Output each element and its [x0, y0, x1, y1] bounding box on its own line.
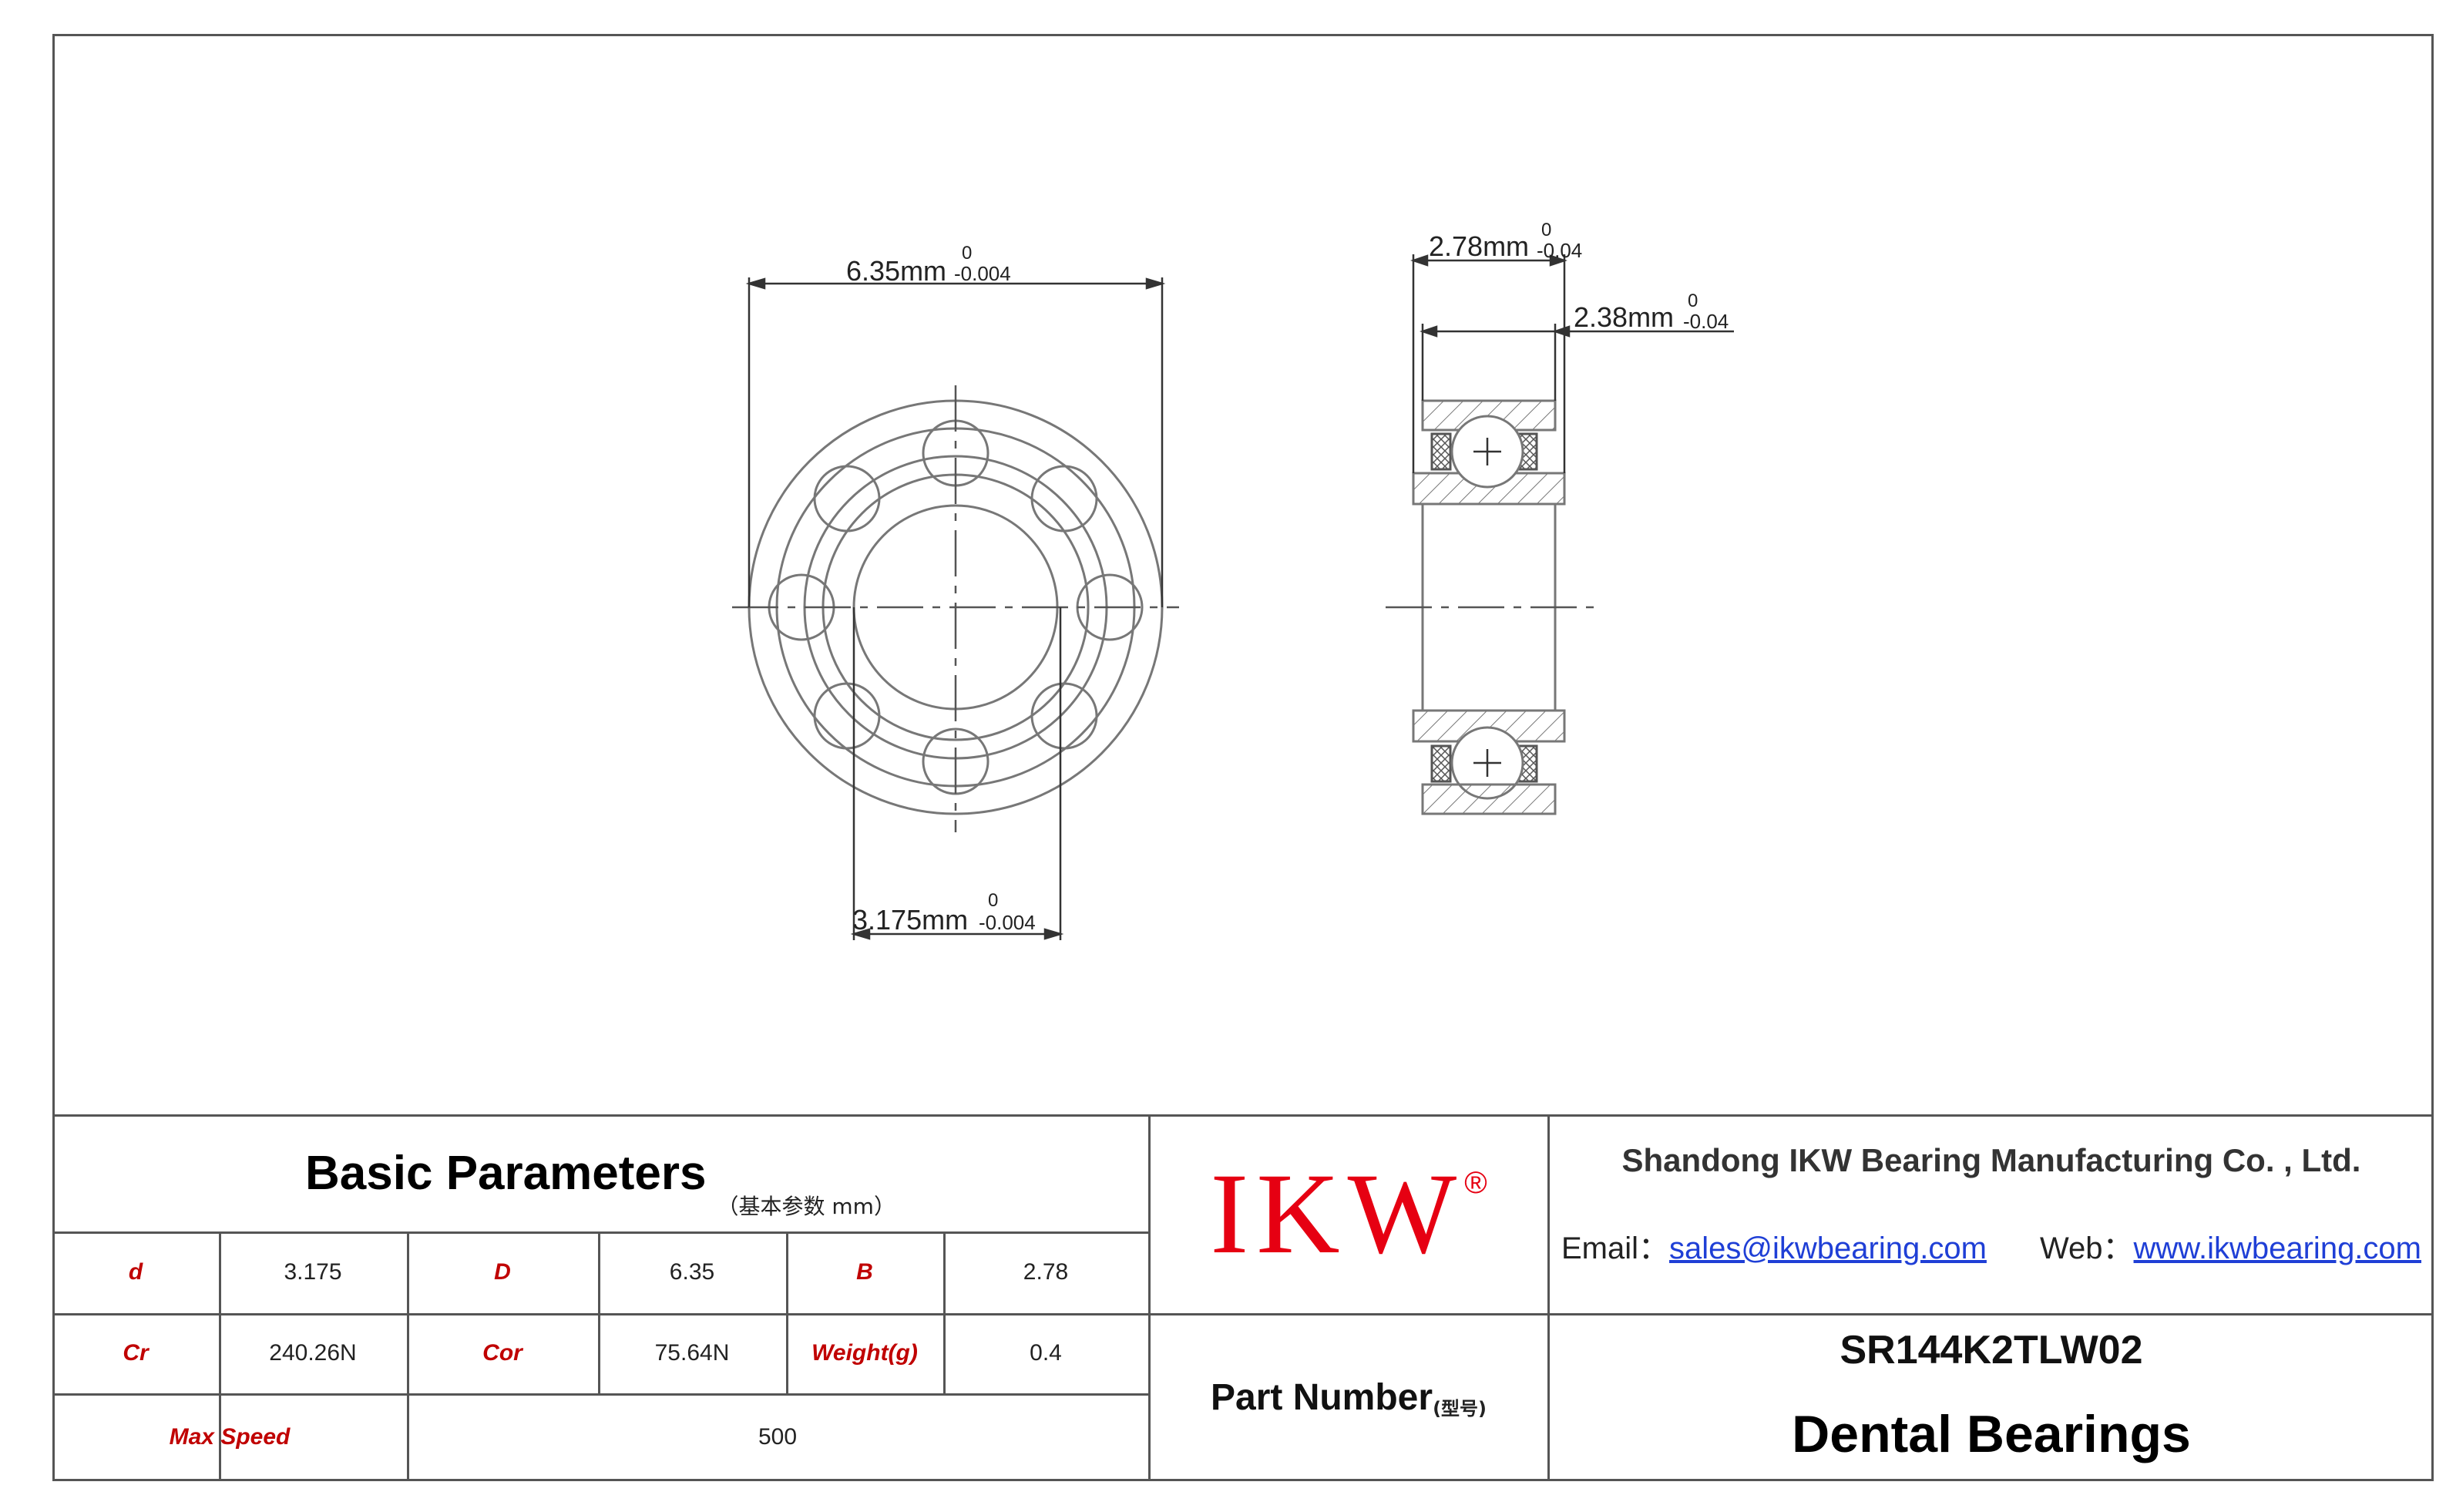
dim-width-label: 2.78mm	[1429, 230, 1529, 262]
logo-text: IKW	[1210, 1150, 1465, 1278]
dim-width	[1410, 254, 1567, 473]
basic-parameters-subtitle: （基本参数 mm）	[717, 1194, 895, 1219]
ikw-logo: IKW®	[1150, 1114, 1547, 1313]
param-label-d: d	[128, 1259, 143, 1285]
param-label-weight: Weight(g)	[811, 1340, 918, 1366]
basic-parameters-header: Basic Parameters （基本参数 mm）	[52, 1114, 1148, 1231]
email-label: Email：	[1561, 1231, 1670, 1265]
param-label-cr: Cr	[123, 1340, 149, 1366]
dim-bore-tol-upper: 0	[988, 890, 998, 911]
param-value-d: 3.175	[284, 1259, 342, 1285]
param-label-max-speed: Max Speed	[169, 1424, 291, 1450]
part-number-value: SR144K2TLW02	[1840, 1328, 2143, 1373]
dim-bore-label: 3.175mm	[852, 904, 968, 936]
part-number-label-cell: Part Number(型号)	[1150, 1313, 1547, 1481]
dim-inner-width	[1420, 324, 1734, 401]
basic-parameters-title: Basic Parameters	[305, 1146, 707, 1200]
dim-inner-width-label: 2.38mm	[1574, 301, 1674, 333]
dim-inner-width-tol-upper: 0	[1688, 291, 1698, 311]
param-label-B: B	[856, 1259, 873, 1285]
front-view	[732, 385, 1179, 832]
registered-mark: ®	[1464, 1165, 1487, 1200]
drawing-frame	[52, 34, 2434, 1481]
dim-outer-diameter	[745, 277, 1166, 607]
param-value-max-speed: 500	[758, 1424, 798, 1450]
dim-inner-width-tol-lower: -0.04	[1683, 310, 1729, 333]
dim-width-tol-lower: -0.04	[1537, 239, 1582, 262]
dim-bore-diameter	[850, 607, 1064, 940]
company-name: Shandong IKW Bearing Manufacturing Co. ,…	[1621, 1142, 2361, 1178]
web-label: Web：	[2040, 1231, 2134, 1265]
product-name: Dental Bearings	[1792, 1405, 2191, 1463]
param-value-weight: 0.4	[1030, 1340, 1062, 1366]
param-value-B: 2.78	[1023, 1259, 1069, 1285]
param-value-D: 6.35	[669, 1259, 715, 1285]
param-label-cor: Cor	[482, 1340, 522, 1366]
part-number-label-cn: (型号)	[1433, 1397, 1487, 1420]
param-value-cor: 75.64N	[654, 1340, 730, 1366]
email-link[interactable]: sales@ikwbearing.com	[1669, 1231, 1987, 1265]
dim-width-tol-upper: 0	[1541, 220, 1551, 240]
dim-outer-tol-upper: 0	[962, 243, 972, 264]
part-number-label: Part Number	[1210, 1376, 1433, 1418]
dim-bore-tol-lower: -0.004	[979, 911, 1036, 934]
dim-outer-label: 6.35mm	[846, 255, 946, 287]
dim-outer-tol-lower: -0.004	[954, 262, 1011, 285]
web-link[interactable]: www.ikwbearing.com	[2133, 1231, 2421, 1265]
title-block: Basic Parameters （基本参数 mm） d 3.175 D 6.3…	[52, 1114, 2434, 1481]
technical-drawing: 6.35mm 0 -0.004 3.175mm 0 -0.004	[732, 220, 1734, 940]
side-section-view	[1386, 399, 1597, 815]
param-value-cr: 240.26N	[269, 1340, 357, 1366]
param-label-D: D	[494, 1259, 511, 1285]
company-contact: Email：sales@ikwbearing.com Web：www.ikwbe…	[1549, 1207, 2434, 1284]
